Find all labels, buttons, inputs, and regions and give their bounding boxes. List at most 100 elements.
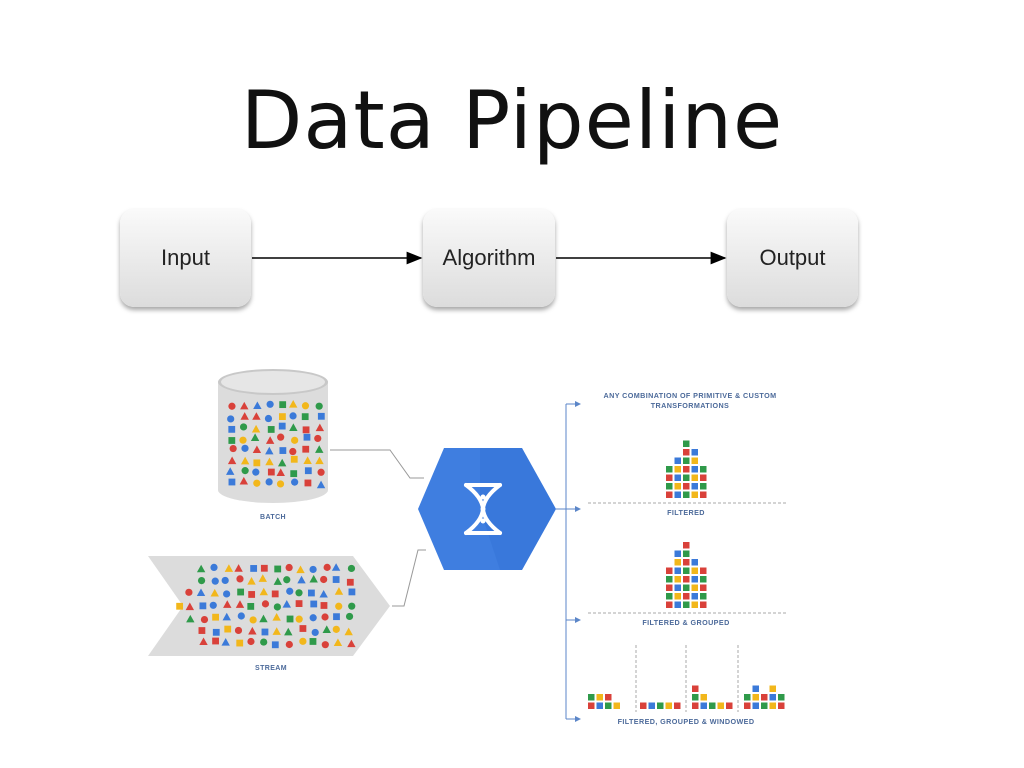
- data-item-shape: [316, 480, 326, 489]
- data-item-shape: [212, 628, 220, 636]
- output-block: [691, 576, 698, 583]
- data-item-shape: [228, 437, 236, 444]
- output-block: [674, 576, 681, 583]
- data-item-shape: [236, 575, 244, 583]
- data-item-shape: [279, 413, 286, 421]
- data-item-shape: [309, 614, 317, 622]
- data-item-shape: [221, 638, 230, 646]
- data-item-shape: [301, 413, 309, 421]
- output-block: [761, 702, 768, 709]
- data-item-shape: [299, 625, 307, 632]
- data-item-shape: [199, 637, 208, 646]
- output-block: [674, 491, 681, 498]
- data-item-shape: [315, 402, 323, 410]
- data-item-shape: [251, 424, 261, 433]
- data-item-shape: [252, 412, 261, 420]
- data-item-shape: [240, 456, 250, 465]
- data-item-shape: [308, 589, 315, 597]
- output-block: [674, 474, 681, 481]
- output-block: [683, 567, 690, 574]
- output-block: [666, 483, 673, 490]
- output-block: [666, 601, 673, 608]
- output-block: [778, 694, 785, 701]
- output-block: [752, 702, 759, 709]
- data-item-shape: [241, 467, 249, 475]
- data-item-shape: [289, 423, 298, 431]
- data-item-shape: [299, 637, 307, 645]
- data-item-shape: [235, 600, 245, 608]
- data-item-shape: [210, 588, 219, 597]
- data-item-shape: [239, 476, 249, 485]
- output-block: [605, 694, 612, 701]
- data-item-shape: [237, 588, 245, 596]
- data-item-shape: [272, 612, 281, 621]
- data-item-shape: [323, 563, 331, 571]
- output-block: [752, 694, 759, 701]
- data-item-shape: [248, 626, 257, 635]
- data-item-shape: [303, 433, 311, 441]
- output-block: [666, 491, 673, 498]
- output-block: [691, 466, 698, 473]
- data-item-shape: [212, 613, 219, 621]
- output-block: [674, 559, 681, 566]
- data-item-shape: [320, 575, 328, 584]
- output-block: [674, 584, 681, 591]
- data-item-shape: [271, 590, 279, 598]
- output-block: [683, 542, 690, 549]
- output-block: [691, 601, 698, 608]
- output-block: [605, 702, 612, 709]
- data-item-shape: [249, 616, 257, 624]
- output-block: [717, 702, 724, 709]
- output-block: [769, 694, 776, 701]
- data-item-shape: [237, 612, 245, 620]
- data-item-shape: [347, 564, 356, 573]
- data-item-shape: [234, 564, 243, 572]
- output-block: [683, 449, 690, 456]
- data-item-shape: [321, 641, 329, 649]
- output-block: [778, 702, 785, 709]
- data-item-shape: [273, 577, 282, 585]
- output-block: [691, 584, 698, 591]
- data-item-shape: [303, 456, 312, 464]
- data-item-shape: [176, 602, 184, 610]
- output-block: [674, 457, 681, 464]
- data-item-shape: [302, 426, 310, 434]
- data-item-shape: [250, 433, 260, 442]
- data-item-shape: [348, 602, 356, 610]
- output-block: [613, 702, 620, 709]
- data-item-shape: [223, 590, 231, 598]
- data-item-shape: [295, 615, 303, 623]
- data-item-shape: [228, 425, 236, 433]
- output-block: [726, 702, 733, 709]
- output-block: [666, 576, 673, 583]
- output-block: [700, 576, 707, 583]
- data-item-shape: [276, 480, 285, 488]
- data-item-shape: [302, 445, 310, 453]
- data-item-shape: [267, 426, 275, 433]
- output-block: [666, 584, 673, 591]
- data-item-shape: [260, 638, 268, 646]
- output-block: [683, 491, 690, 498]
- data-item-shape: [224, 625, 232, 633]
- data-item-shape: [199, 602, 207, 610]
- output-block: [683, 466, 690, 473]
- stream-label: STREAM: [255, 665, 287, 672]
- data-item-shape: [200, 615, 209, 624]
- data-item-shape: [239, 423, 248, 431]
- data-item-shape: [250, 565, 258, 572]
- output-block: [683, 483, 690, 490]
- data-item-shape: [321, 613, 329, 621]
- data-item-shape: [309, 565, 317, 574]
- data-item-shape: [273, 603, 281, 611]
- data-item-shape: [258, 574, 267, 582]
- output-block: [700, 702, 707, 709]
- data-item-shape: [224, 564, 234, 572]
- data-item-shape: [279, 447, 287, 454]
- data-item-shape: [228, 402, 236, 410]
- data-item-shape: [290, 470, 298, 478]
- data-item-shape: [289, 447, 297, 456]
- output-block: [674, 593, 681, 600]
- output-block: [700, 483, 707, 490]
- data-item-shape: [317, 412, 325, 420]
